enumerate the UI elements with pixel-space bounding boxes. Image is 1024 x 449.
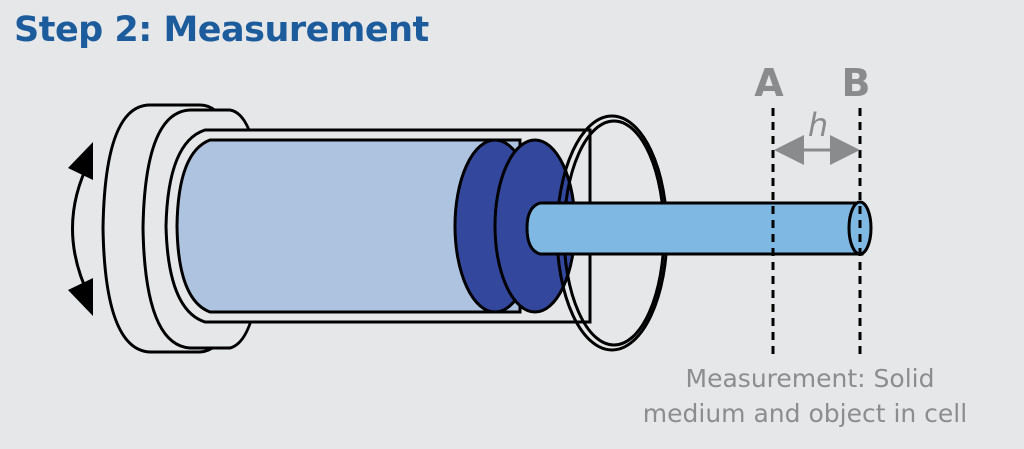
label-h: h — [808, 106, 828, 144]
object-rod — [525, 200, 873, 256]
solid-medium — [175, 138, 522, 314]
label-b: B — [842, 61, 871, 105]
label-a: A — [754, 61, 784, 105]
caption-line-2: medium and object in cell — [643, 399, 967, 428]
page-title: Step 2: Measurement — [14, 10, 429, 50]
rotation-arrow-icon — [68, 142, 93, 316]
caption-line-1: Measurement: Solid — [686, 364, 935, 393]
